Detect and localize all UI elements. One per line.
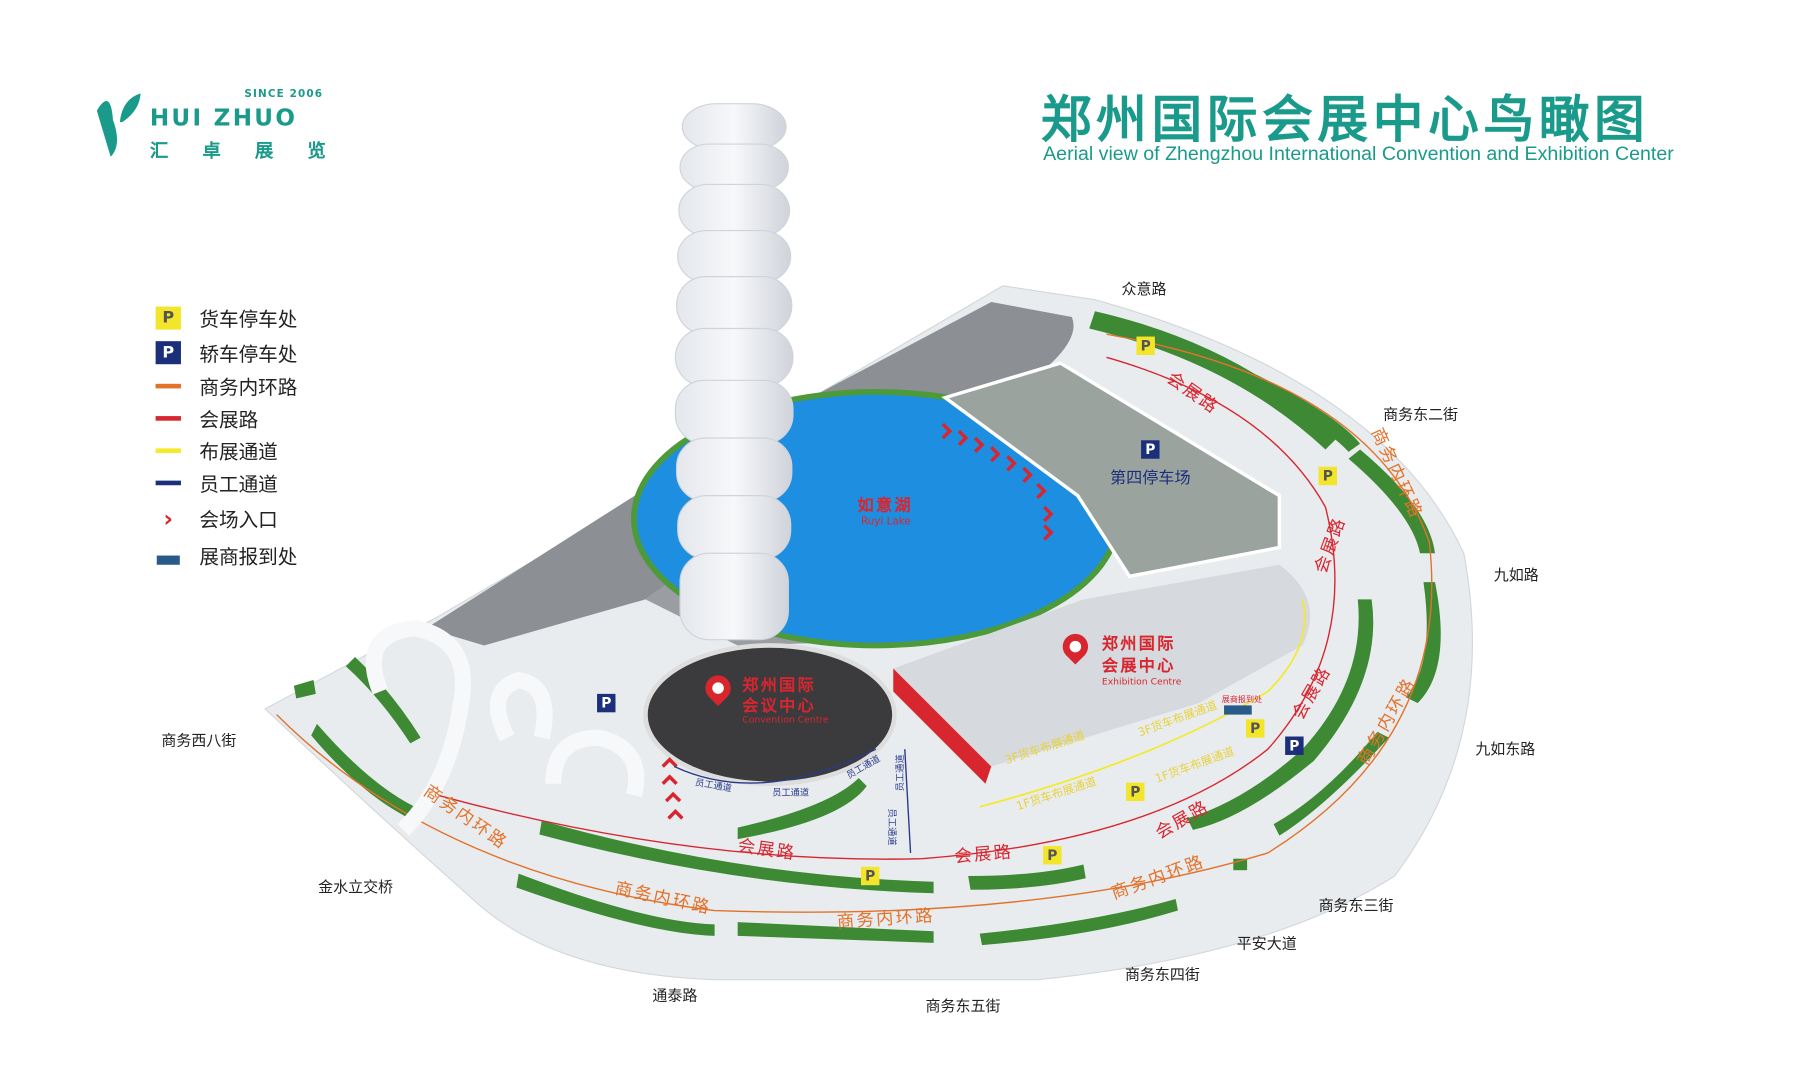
logo-brand-cn: 汇 卓 展 览 — [149, 139, 340, 162]
truck-parking-sign: P — [1136, 336, 1155, 356]
tower — [674, 103, 794, 641]
page-title: 郑州国际会展中心鸟瞰图 — [1040, 91, 1650, 150]
registration-desk-icon — [156, 543, 181, 566]
convention-centre-marker[interactable]: 郑州国际 会议中心 Convention Centre — [700, 670, 829, 725]
road-label-exhibition: 会展路 — [953, 841, 1014, 867]
truck-parking-sign: P — [1043, 846, 1062, 865]
truck-parking-sign: P — [1318, 466, 1338, 486]
staff-passage — [673, 748, 912, 853]
entrance-chevrons — [661, 422, 1054, 820]
location-pin-icon — [1057, 628, 1094, 665]
lake-label-en: Ruyi Lake — [860, 516, 911, 528]
truck-parking-sign: P — [860, 866, 880, 886]
logo-mark-icon — [96, 93, 141, 157]
logo: SINCE 2006 HUI ZHUO 汇 卓 展 览 — [88, 88, 330, 161]
registration-desk-icon — [1224, 705, 1252, 715]
street-label: 九如东路 — [1475, 741, 1536, 759]
page-subtitle: Aerial view of Zhengzhou International C… — [1043, 142, 1674, 165]
car-parking-icon: P — [155, 340, 181, 364]
entrance-chevron-icon: › — [163, 504, 174, 532]
location-pin-icon — [700, 670, 737, 707]
truck-parking-sign: P — [1245, 719, 1265, 738]
legend-item-setup-passage: 布展通道 — [155, 436, 278, 464]
exhibition-road — [437, 356, 1336, 860]
street-label: 九如路 — [1493, 567, 1539, 585]
street-label: 金水立交桥 — [318, 879, 394, 897]
street-label: 商务东三街 — [1318, 897, 1394, 916]
staff-passage-label: 员工通道 — [772, 787, 810, 798]
parking-lot-4 — [941, 361, 1282, 579]
legend-item-staff-passage: 员工通道 — [155, 468, 278, 497]
street-label: 商务西八街 — [161, 733, 237, 751]
car-parking-sign: P — [1141, 440, 1160, 459]
logo-brand-en: HUI ZHUO — [149, 103, 298, 132]
orange-line-icon — [155, 374, 181, 397]
lake-label: 如意湖 — [857, 496, 913, 516]
inner-ring-road — [276, 333, 1433, 913]
red-line-icon — [155, 406, 181, 429]
car-parking-sign: P — [597, 693, 616, 713]
parking-4-label: 第四停车场 — [1109, 469, 1191, 488]
truck-parking-sign: P — [1126, 782, 1145, 802]
car-parking-sign: P — [1285, 736, 1304, 755]
street-label: 众意路 — [1121, 281, 1167, 299]
exhibition-centre-marker[interactable]: 郑州国际 会展中心 Exhibition Centre — [1057, 628, 1181, 687]
legend-item-registration: 展商报到处 — [156, 541, 297, 569]
staff-passage-label: 员工通道 — [886, 808, 898, 846]
street-label: 通泰路 — [652, 987, 698, 1006]
registration-label: 展商报到处 — [1221, 695, 1263, 705]
legend-item-entrance: ›会场入口 — [156, 504, 278, 532]
truck-parking-icon: P — [155, 306, 181, 330]
logo-since: SINCE 2006 — [244, 88, 324, 101]
street-label: 商务东五街 — [925, 998, 1001, 1016]
legend-item-inner-ring: 商务内环路 — [155, 371, 297, 400]
street-label: 商务东二街 — [1383, 406, 1459, 425]
staff-passage-label: 员工通道 — [894, 754, 906, 792]
legend-item-exhibition-road: 会展路 — [155, 403, 258, 432]
yellow-line-icon — [155, 439, 181, 462]
blue-line-icon — [155, 471, 181, 494]
exhibition-hall — [893, 564, 1311, 767]
street-label: 商务东四街 — [1124, 967, 1200, 985]
street-label: 平安大道 — [1236, 935, 1297, 954]
